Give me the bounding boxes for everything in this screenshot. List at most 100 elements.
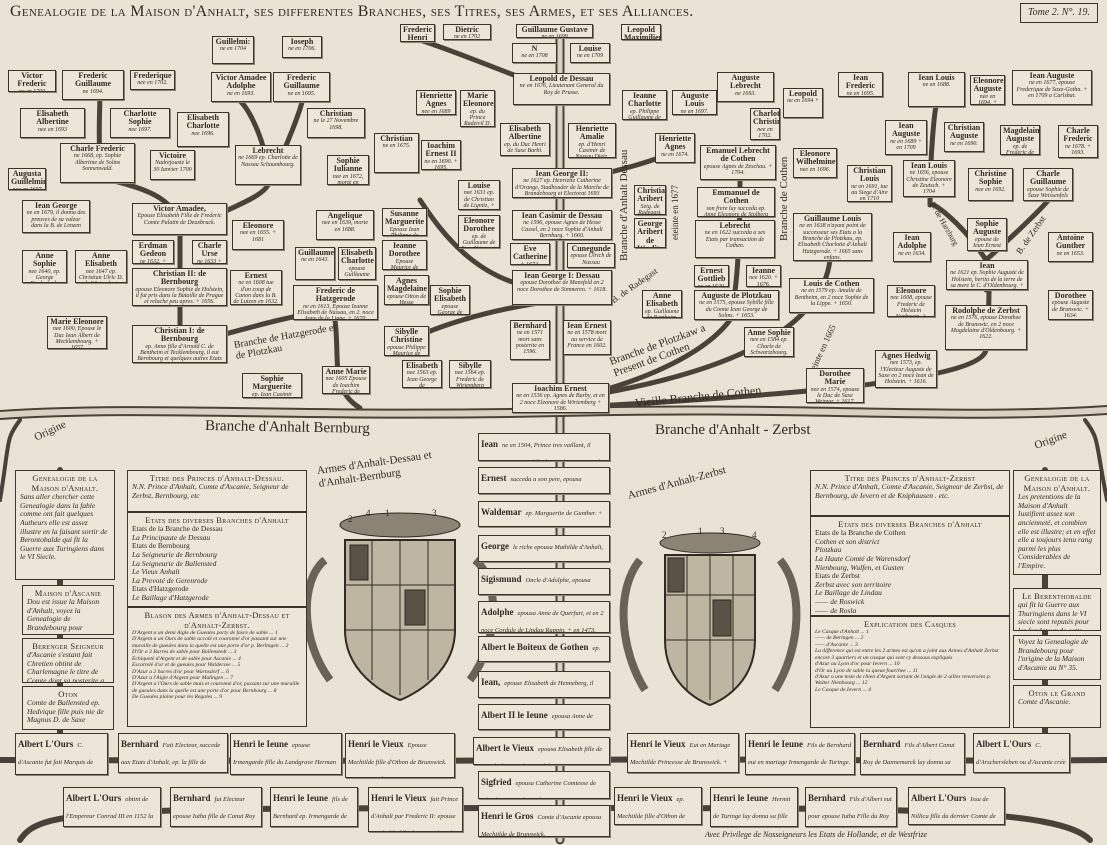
arms-right-number-4: 4 <box>752 530 757 540</box>
person-name: Bernhard <box>513 321 547 330</box>
person-box: Lebrecht ne en 1622 succeda a ses Etats … <box>695 220 775 258</box>
person-name: Albert L'Ours <box>911 793 967 803</box>
person-note: ep. du Prince Radzivil D. d'Olika <box>464 108 491 127</box>
person-note: nee en 1696. <box>799 166 831 173</box>
person-note: nee en 1655. + 1681 <box>239 230 277 243</box>
arms-left-number-4: 4 <box>366 508 371 518</box>
person-note: succeda a son pere, epousa Marguerite de… <box>481 476 582 493</box>
panel-line: La difference qui est entre les 2 armes … <box>815 648 999 661</box>
person-box: Elisabeth Albertine nee en 1693 <box>20 108 85 138</box>
page-title: Genealogie de la Maison d'Anhalt, ses di… <box>10 3 694 20</box>
ancestor-box: Henri le Vieux Epouse Mechtilde fille d'… <box>345 733 455 778</box>
person-box: Sophie Elisabeth epouse George de Lignit… <box>430 285 470 315</box>
person-box: Rodolphe de Zerbst ne en 1576, epouse Do… <box>945 305 1027 350</box>
person-note: epousa Anne de Pomeranie, et en 2 noce B… <box>551 713 593 720</box>
person-box: Anne Sophie nee en 1584 ep. Charle de Sc… <box>744 327 794 357</box>
person-box: Dietric ne en 1702 <box>443 24 491 40</box>
person-name: Emmanuel de Cothen <box>712 188 760 206</box>
person-note: nee 1696. <box>191 130 215 137</box>
person-name: George Aribert de Worlitz <box>637 219 663 247</box>
person-box: Anne Elisabeth nee 1647 ep. Christian Ul… <box>75 250 127 283</box>
person-note: C. d'Arschersleben ou d'Ascanie crée Mar… <box>976 742 1066 766</box>
person-name: Eleonore <box>895 286 927 295</box>
person-note: ne 1627 ep. Henriette Catherine d'Orange… <box>515 178 609 197</box>
person-note: ne en 1709 <box>576 53 604 60</box>
person-name: Henriette Agnes <box>658 134 692 152</box>
ancestor-box: Henri le Ieune Fils de Bernhard eut en m… <box>745 733 855 775</box>
person-note: ne en 1536 ep. Agnes de Barby, et en 2 n… <box>516 393 605 412</box>
person-name: Ernest <box>244 271 268 280</box>
person-note: nee 1620. + 1676. <box>749 275 778 287</box>
person-note: nee 1600, Epouse le Duc Iean Albert de M… <box>52 326 102 349</box>
person-name: Cunegunde <box>571 244 611 253</box>
person-box: Henriette Agnes ne en 1674. <box>655 133 695 163</box>
person-note: ne en 1697. <box>680 108 709 115</box>
person-note: nee 1697. <box>128 126 152 133</box>
arms-left-number-2: 2 <box>348 514 353 524</box>
person-note: nee en 1697 <box>12 186 42 190</box>
person-note: ne en 1622 succeda a ses Etats par trans… <box>704 230 766 249</box>
person-note: son frere luy succeda ep. Anne Eleonore … <box>703 205 769 217</box>
person-note: epouse Otton de Hesse <box>387 293 426 305</box>
person-box: Sophie Marguerite ep. Iean Casimir d'Anh… <box>242 373 302 398</box>
person-box: Victor Amadee, Epouse Elisabeth Fille de… <box>132 203 227 235</box>
person-note: ne en 1688. <box>922 82 951 89</box>
person-name: Christian Auguste <box>947 123 981 141</box>
center-lineage-box: Iean, epouse Elisabeth de Henneberg, il … <box>478 671 610 698</box>
person-note: ne en 1708 <box>521 53 548 60</box>
panel-voyez: Voyez la Genealogie de Brandebourg pour … <box>1013 635 1101 680</box>
ancestor-box: Albert L'Ours C. d'Ascanie fut fait Marq… <box>15 733 108 775</box>
person-box: Iean ne 1621 ep. Sophie Auguste de Holst… <box>946 260 1028 290</box>
person-name: Sigfried <box>481 777 512 787</box>
person-name: Marie Eleonore <box>50 317 104 326</box>
person-box: Frederic Guillaume ne en 1695. <box>273 72 330 102</box>
person-box: Christian Aribert Seig. de Radegast. + 1… <box>634 185 666 215</box>
panel-line: qui fit la Guerre aux Thuringiens dans l… <box>1018 600 1090 631</box>
panel-line: Etats de la Branche de Cothen <box>815 528 906 537</box>
panel-line: La Haute Comté de Warensdorf <box>815 553 910 563</box>
person-name: Henri le Ieune <box>233 739 288 749</box>
person-name: Sibylle Christine <box>390 327 423 345</box>
person-box: Elisabeth Charlotte nee 1696. <box>177 112 229 147</box>
person-name: George <box>481 541 509 551</box>
panel-heading: Titre des Princes d'Anhalt-Dessau. <box>149 473 285 483</box>
person-note: ne 1668, ep. Sophie Albertine de Solms S… <box>73 153 122 172</box>
person-note: ne en 1694 + <box>787 98 819 105</box>
person-name: Iean Frederic <box>845 73 876 91</box>
person-name: Eve Catherine <box>513 244 548 262</box>
person-box: Frederique nee en 1702. <box>130 70 175 90</box>
panel-line: N.N. Prince d'Anhalt, Comte d'Ascanie, S… <box>815 482 1004 500</box>
person-box: Iean Auguste ne en 1689 + en 1709 <box>885 120 927 155</box>
person-box: Charle Guillaume epouse Sophie de Saxe W… <box>1023 168 1073 201</box>
ancestor-box: Albert L'Ours C. d'Arschersleben ou d'As… <box>973 733 1070 773</box>
person-note: nee en 1584 ep. Charle de Schwartzbourg. <box>750 337 788 356</box>
person-note: epouse Elisabeth de Henneberg, il deffit… <box>481 680 594 697</box>
panel-line: Comte de Ballensted ep. Hedvique fille p… <box>27 698 104 725</box>
person-note: le riche epousa Mathilde d'Anhalt, Agnes… <box>481 544 606 561</box>
person-name: Albert le Vieux <box>476 743 534 753</box>
person-box: Louise ne en 1709 <box>570 43 610 63</box>
panel-heading: Le Berenthobalde <box>1022 591 1092 601</box>
person-box: Sophie Auguste epouse de Iean Ernest de … <box>967 218 1007 251</box>
person-name: Adolphe <box>481 607 514 617</box>
person-box: Victor Frederic ne en 1700 <box>8 70 56 92</box>
person-name: Iean <box>979 261 995 270</box>
person-name: Iean Auguste <box>1029 71 1075 80</box>
panel-line: Le Casque de Ievern ... 4 <box>815 686 871 693</box>
person-name: Anne Marie <box>325 367 367 376</box>
person-name: Iean George I: Dessau <box>524 271 600 280</box>
person-note: nee 1563 ep. Iean George de Brandebourg <box>406 370 438 388</box>
panel-titre-dessau: Titre des Princes d'Anhalt-Dessau.N.N. P… <box>127 470 307 512</box>
panel-line: La Prevoté de Gerenrode <box>132 575 208 585</box>
person-note: ne en 1690. + 1695. <box>424 158 458 170</box>
person-name: Henri le Vieux <box>371 793 427 803</box>
person-name: Victor Amadee, <box>153 204 206 213</box>
person-box: Guillelmi: ne en 1704 <box>212 36 254 64</box>
person-box: Charle Frederic ne 1668, ep. Sophie Albe… <box>60 143 135 183</box>
panel-heading: Genealogie de la Maison d'Anhalt. <box>1023 473 1091 493</box>
person-note: ne en 1706. <box>288 46 316 53</box>
person-box: Iean George II: ne 1627 ep. Henriette Ca… <box>512 168 612 198</box>
person-note: epouse Eleonore Sophie de Holstein, il f… <box>135 286 224 306</box>
panel-blason: Blason des Armes d'Anhalt-Dessau et d'An… <box>127 607 307 727</box>
ancestor-box: Bernhard fut Electeur epouse Iutha fille… <box>170 787 262 827</box>
